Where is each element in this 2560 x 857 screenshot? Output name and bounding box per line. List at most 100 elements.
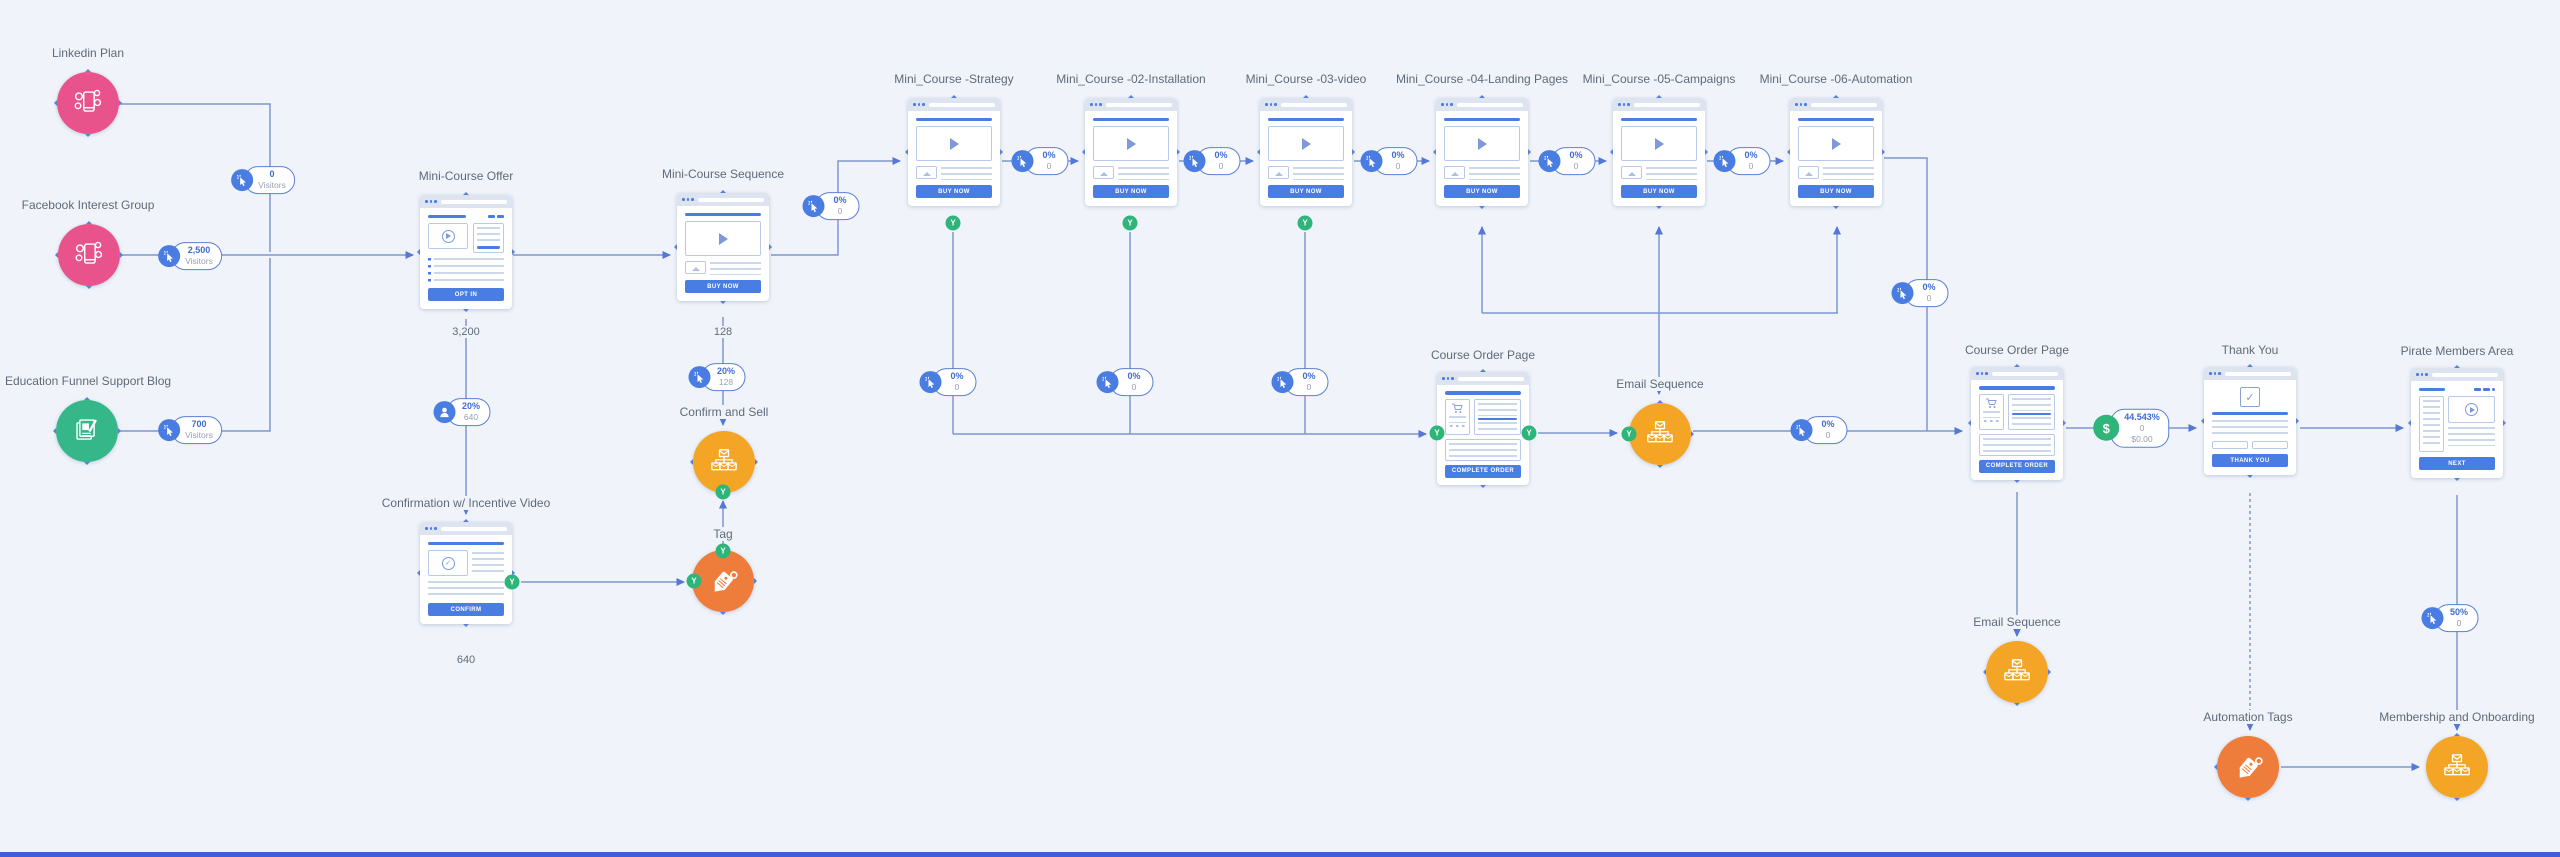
page-node[interactable]: Thank You ✓ THANK YOU: [2201, 343, 2299, 478]
social-traffic-icon: [74, 89, 102, 112]
port-marker: [119, 99, 125, 106]
page-cta-button[interactable]: BUY NOW: [1268, 185, 1344, 198]
port-marker: [1478, 92, 1485, 98]
deco: [2212, 441, 2288, 449]
conversion-badge[interactable]: 20%640: [433, 398, 491, 426]
page-thumbnail: BUY NOW: [1257, 95, 1355, 206]
action-node-email-sequence[interactable]: [690, 431, 758, 493]
browser-chrome: [1085, 98, 1177, 111]
page-node[interactable]: Mini_Course -05-Campaigns BUY NOW: [1578, 72, 1740, 209]
page-node[interactable]: Mini-Course Sequence BUY NOW: [657, 167, 789, 304]
page-cta-button[interactable]: BUY NOW: [1798, 185, 1874, 198]
y-connector-badge[interactable]: Y: [1429, 425, 1445, 441]
image-placeholder: [1798, 166, 1819, 179]
conversion-badge[interactable]: 0%0: [1538, 147, 1596, 175]
conversion-badge[interactable]: 0%0: [802, 192, 860, 220]
port-marker: [1705, 148, 1711, 155]
y-connector-badge[interactable]: Y: [1122, 215, 1138, 231]
page-cta-button[interactable]: THANK YOU: [2212, 454, 2288, 467]
port-marker: [50, 427, 56, 434]
deco: [1979, 393, 2055, 430]
conversion-badge[interactable]: 0%0: [1183, 147, 1241, 175]
action-node-email-sequence[interactable]: [2426, 733, 2488, 801]
page-node[interactable]: Course Order Page COMPLETE ORDER: [1960, 343, 2074, 483]
deco: [1093, 166, 1169, 180]
port-marker: [2013, 361, 2020, 367]
y-connector-badge[interactable]: Y: [715, 484, 731, 500]
conversion-badge[interactable]: 0%0: [919, 368, 977, 396]
video-thumb: [428, 223, 468, 249]
page-node[interactable]: Mini_Course -03-video BUY NOW: [1241, 72, 1371, 206]
port-marker: [1882, 148, 1888, 155]
port-marker: [2048, 668, 2054, 675]
deco: [1444, 166, 1520, 180]
conversion-badge[interactable]: 50%0: [2421, 604, 2479, 632]
conversion-badge[interactable]: 0%0: [1713, 147, 1771, 175]
browser-chrome: [420, 195, 512, 208]
page-cta-button[interactable]: BUY NOW: [916, 185, 992, 198]
traffic-source-node[interactable]: [54, 69, 122, 137]
browser-chrome: [1613, 98, 1705, 111]
port-marker: [85, 218, 92, 224]
page-cta-button[interactable]: NEXT: [2419, 457, 2495, 470]
port-marker: [2405, 419, 2411, 426]
click-icon: [1891, 282, 1914, 304]
port-marker: [462, 309, 469, 315]
y-connector-badge[interactable]: Y: [945, 215, 961, 231]
port-marker: [1254, 148, 1260, 155]
y-connector-badge[interactable]: Y: [504, 574, 520, 590]
page-cta-button[interactable]: BUY NOW: [1093, 185, 1169, 198]
page-cta-button[interactable]: COMPLETE ORDER: [1445, 464, 1521, 478]
conversion-badge[interactable]: 0%0: [1360, 147, 1418, 175]
browser-chrome: [1790, 98, 1882, 111]
traffic-source-node[interactable]: [55, 221, 123, 289]
page-cta-button[interactable]: BUY NOW: [685, 280, 761, 293]
click-icon: [1096, 371, 1119, 393]
page-cta-button[interactable]: BUY NOW: [1621, 185, 1697, 198]
y-connector-badge[interactable]: Y: [715, 543, 731, 559]
action-node-tag[interactable]: [692, 550, 757, 615]
page-stat: 128: [710, 326, 736, 338]
port-marker: [2198, 417, 2204, 424]
page-cta-button[interactable]: BUY NOW: [1444, 185, 1520, 198]
edge: [117, 258, 271, 432]
page-node[interactable]: Mini_Course -06-Automation BUY NOW: [1755, 72, 1917, 209]
image-placeholder: [1268, 166, 1289, 179]
page-node[interactable]: Mini_Course -02-Installation BUY NOW: [1052, 72, 1210, 206]
action-node-email-sequence[interactable]: [1629, 400, 1694, 468]
action-node-email-sequence[interactable]: [1983, 641, 2051, 706]
conversion-badge[interactable]: 0%0: [1271, 368, 1329, 396]
conversion-badge[interactable]: 0%0: [1891, 279, 1949, 307]
port-marker: [1980, 668, 1986, 675]
page-cta-button[interactable]: COMPLETE ORDER: [1979, 459, 2055, 473]
browser-chrome: [1437, 372, 1529, 385]
page-cta-button[interactable]: CONFIRM: [428, 603, 504, 616]
page-node[interactable]: Pirate Members Area NEXT: [2396, 344, 2518, 481]
y-connector-badge[interactable]: Y: [686, 573, 702, 589]
page-node[interactable]: Mini_Course -Strategy BUY NOW: [890, 72, 1018, 206]
page-node[interactable]: Mini-Course Offer OPT IN: [414, 169, 518, 312]
traffic-source-node[interactable]: [53, 397, 121, 465]
port-marker: [754, 577, 760, 584]
conversion-badge[interactable]: 20%128: [688, 363, 746, 391]
conversion-badge[interactable]: 0%0: [1790, 416, 1848, 444]
page-cta-button[interactable]: OPT IN: [428, 288, 504, 301]
deco: [2419, 396, 2495, 452]
port-marker: [1127, 92, 1134, 98]
action-node-tag[interactable]: [2214, 736, 2279, 801]
page-node[interactable]: Confirmation w/ Incentive Video ✓ CONFIR…: [377, 496, 555, 627]
conversion-badge[interactable]: 0%0: [1096, 368, 1154, 396]
page-title: Pirate Members Area: [2396, 344, 2518, 358]
deco: [428, 258, 504, 283]
page-node[interactable]: Mini_Course -04-Landing Pages BUY NOW: [1391, 72, 1573, 209]
page-node[interactable]: Course Order Page COMPLETE ORDER: [1426, 348, 1540, 488]
revenue-badge[interactable]: $ 44.543%0$0.00: [2093, 408, 2169, 448]
y-connector-badge[interactable]: Y: [1297, 215, 1313, 231]
conversion-badge[interactable]: 0%0: [1011, 147, 1069, 175]
y-connector-badge[interactable]: Y: [1521, 425, 1537, 441]
y-connector-badge[interactable]: Y: [1621, 426, 1637, 442]
